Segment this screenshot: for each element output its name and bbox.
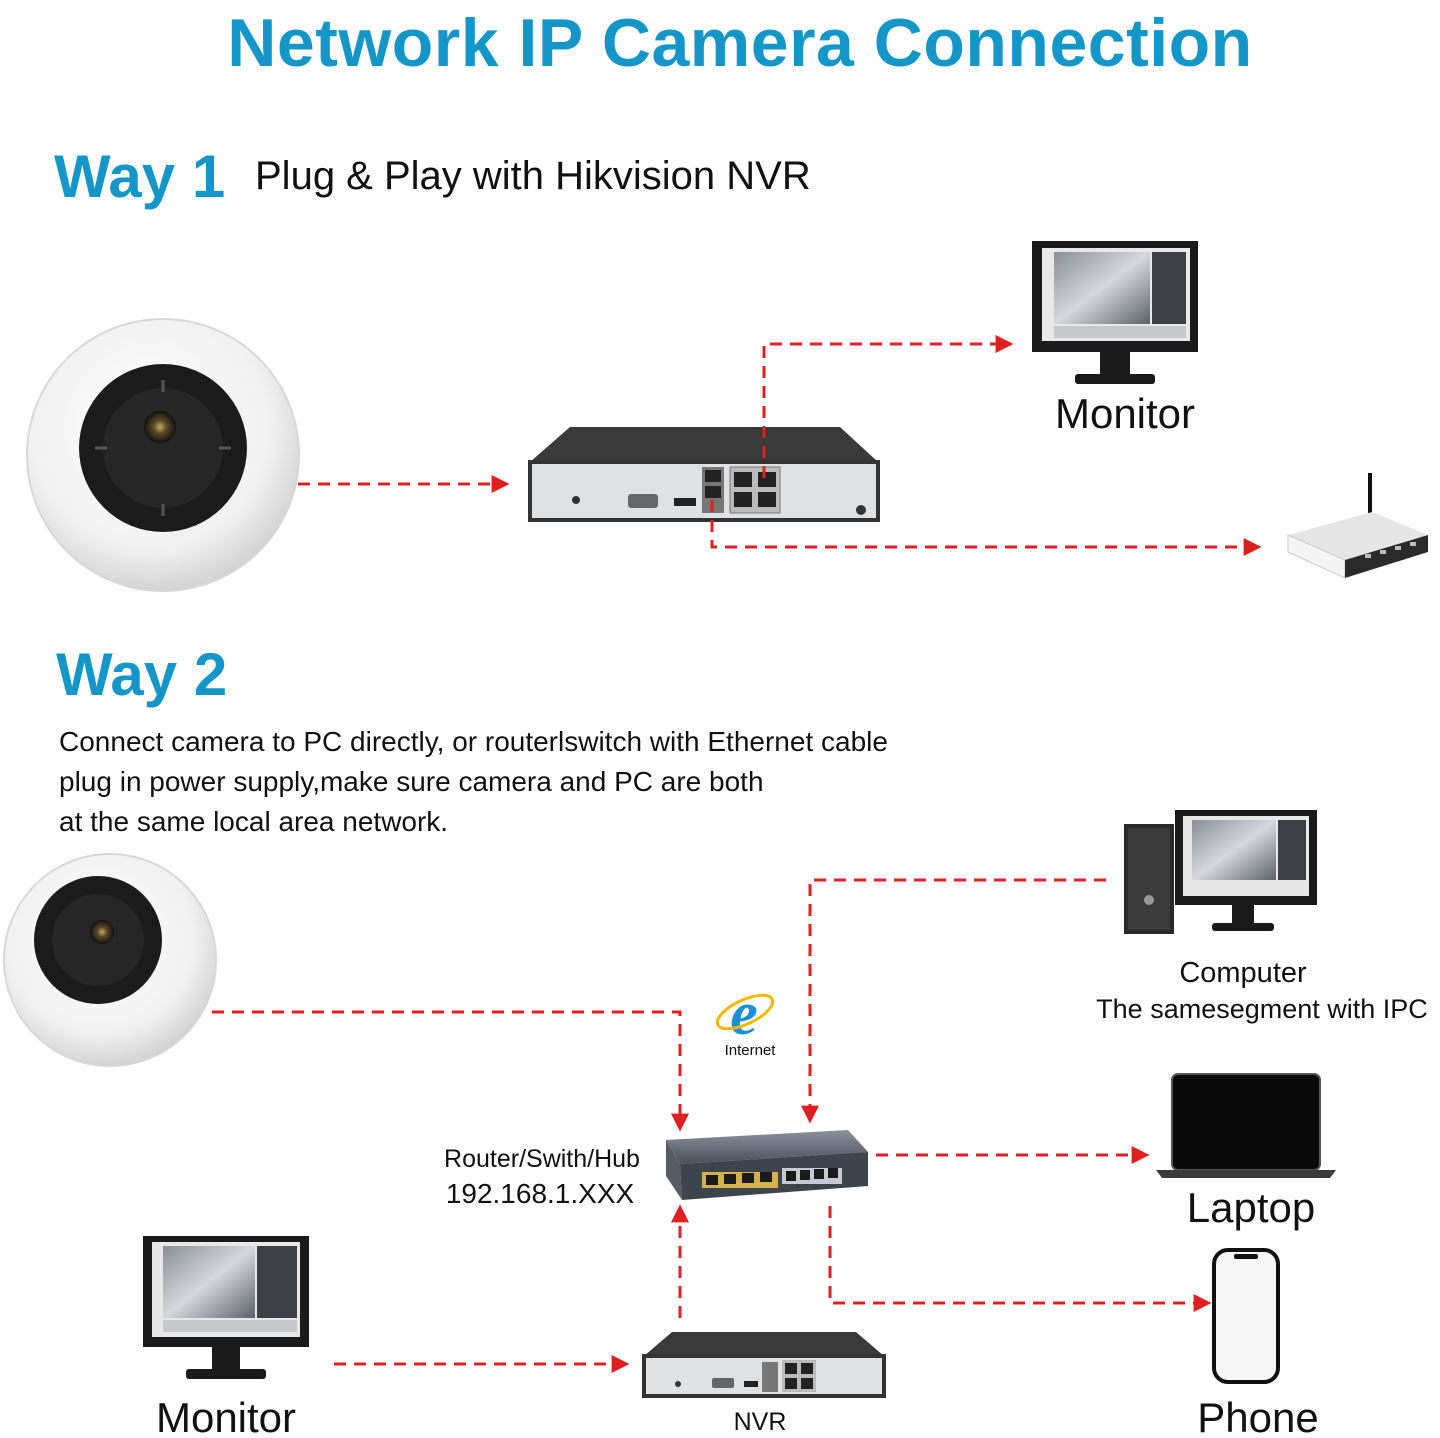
network-switch-icon [666, 1130, 868, 1200]
nvr-device-icon-2 [642, 1332, 886, 1398]
internet-explorer-icon: e [715, 980, 775, 1048]
router-icon [1287, 473, 1428, 579]
way1-subtitle: Plug & Play with Hikvision NVR [255, 154, 811, 198]
page-title: Network IP Camera Connection [227, 5, 1253, 81]
svg-text:e: e [730, 980, 758, 1048]
way2-connectors [212, 878, 1212, 1373]
monitor-label-2: Monitor [156, 1394, 296, 1438]
way1-connectors [298, 335, 1262, 556]
monitor-label: Monitor [1055, 390, 1195, 437]
way2-description-line-2: plug in power supply,make sure camera an… [59, 766, 764, 797]
way2-description-line-3: at the same local area network. [59, 806, 449, 837]
way2-heading: Way 2 [56, 641, 228, 708]
way1-heading: Way 1 [54, 143, 226, 210]
router-label: Router/Swith/Hub [444, 1145, 640, 1173]
phone-icon [1212, 1248, 1280, 1384]
nvr-device-icon [528, 427, 880, 522]
laptop-label: Laptop [1187, 1184, 1315, 1231]
monitor-icon-2 [143, 1236, 309, 1379]
computer-label: Computer [1179, 957, 1307, 989]
dome-camera-icon [26, 318, 300, 592]
laptop-icon [1156, 1073, 1336, 1178]
dome-camera-icon-2 [3, 853, 217, 1067]
internet-label: Internet [725, 1042, 777, 1059]
phone-label: Phone [1197, 1394, 1318, 1438]
nvr-label: NVR [734, 1408, 787, 1436]
way2-description-line-1: Connect camera to PC directly, or router… [59, 726, 888, 757]
router-ip: 192.168.1.XXX [446, 1178, 635, 1209]
monitor-icon [1032, 241, 1198, 384]
computer-icon [1124, 810, 1317, 934]
computer-sublabel: The samesegment with IPC [1096, 994, 1428, 1024]
